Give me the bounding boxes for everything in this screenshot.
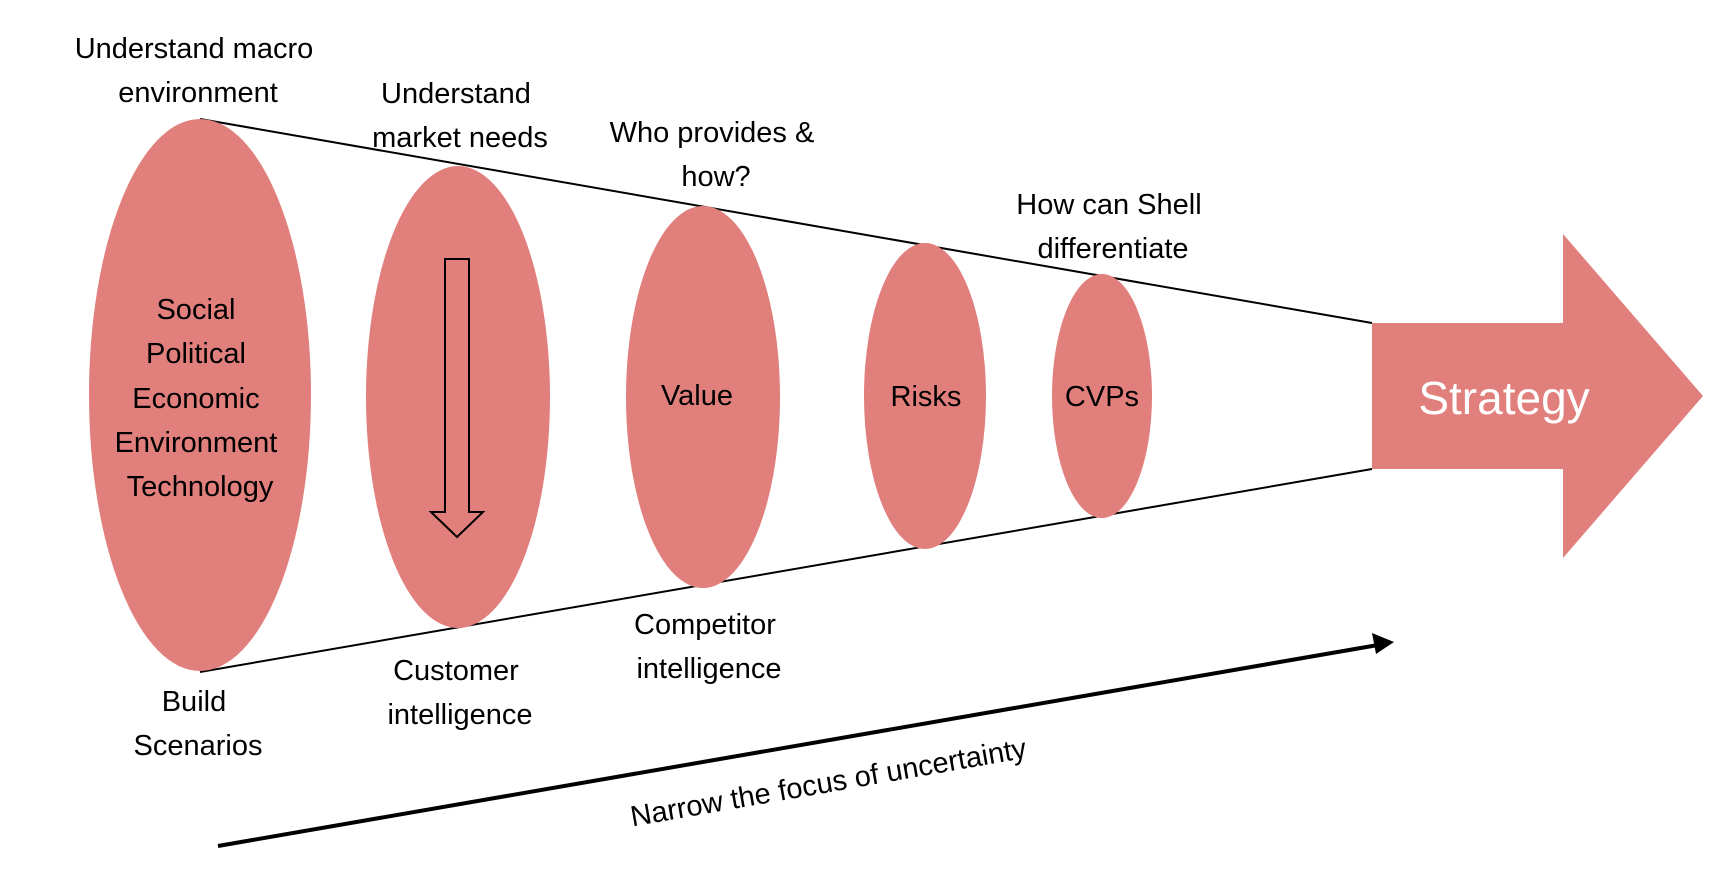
label-line: Who provides &	[610, 117, 815, 149]
stage-macro-top-label: Understand macro environment	[75, 33, 322, 109]
trend-arrow-head	[1372, 633, 1394, 654]
trend-arrow-label: Narrow the focus of uncertainty	[628, 733, 1029, 834]
stage-macro-bottom-label: Build Scenarios	[134, 686, 263, 762]
strategy-arrow: Strategy	[1372, 234, 1703, 558]
inner-line: Social	[156, 294, 235, 326]
label-line: market needs	[372, 122, 548, 154]
stage-value-top-label: Who provides & how?	[610, 117, 823, 193]
stage-cvps-inner-label: CVPs	[1065, 381, 1139, 413]
label-line: environment	[118, 77, 278, 109]
funnel-top-line	[199, 118, 1373, 324]
stage-value-bottom-label: Competitor intelligence	[634, 609, 784, 685]
stage-risks: Risks	[864, 243, 986, 549]
stage-risks-inner-label: Risks	[891, 381, 962, 413]
stage-value-inner-label: Value	[661, 380, 733, 412]
stage-ellipse-risks	[864, 243, 986, 549]
label-line: Competitor	[634, 609, 776, 641]
stage-ellipse-cvps	[1052, 274, 1152, 518]
strategy-label: Strategy	[1418, 372, 1589, 424]
label-line: how?	[681, 161, 750, 193]
stage-market-top-label: Understand market needs	[372, 78, 548, 154]
inner-line: Technology	[127, 471, 274, 503]
trend-arrow-shaft	[217, 643, 1379, 848]
stage-macro-inner-label: Social Political Economic Environment Te…	[115, 294, 286, 503]
label-line: Understand	[381, 78, 531, 110]
label-line: Scenarios	[134, 730, 263, 762]
label-line: Build	[162, 686, 227, 718]
inner-line: Environment	[115, 427, 278, 459]
strategy-arrow-shape	[1372, 234, 1703, 558]
stage-value: Value	[626, 206, 780, 588]
stage-cvps: CVPs	[1052, 274, 1152, 518]
label-line: differentiate	[1037, 233, 1188, 265]
stage-market	[366, 166, 550, 628]
funnel-bottom-line	[199, 468, 1373, 673]
inner-line: Political	[146, 338, 246, 370]
inner-line: Economic	[132, 383, 259, 415]
stage-ellipse-market	[366, 166, 550, 628]
label-line: intelligence	[636, 653, 781, 685]
stage-ellipse-value	[626, 206, 780, 588]
label-line: Understand macro	[75, 33, 314, 65]
label-line: How can Shell	[1016, 189, 1201, 221]
stage-cvps-top-label: How can Shell differentiate	[1016, 189, 1209, 265]
stage-macro: Social Political Economic Environment Te…	[89, 119, 311, 671]
stage-market-bottom-label: Customer intelligence	[387, 655, 532, 731]
down-arrow-icon	[428, 258, 486, 539]
label-line: Customer	[393, 655, 519, 687]
label-line: intelligence	[387, 699, 532, 731]
stage-ellipse-macro	[89, 119, 311, 671]
